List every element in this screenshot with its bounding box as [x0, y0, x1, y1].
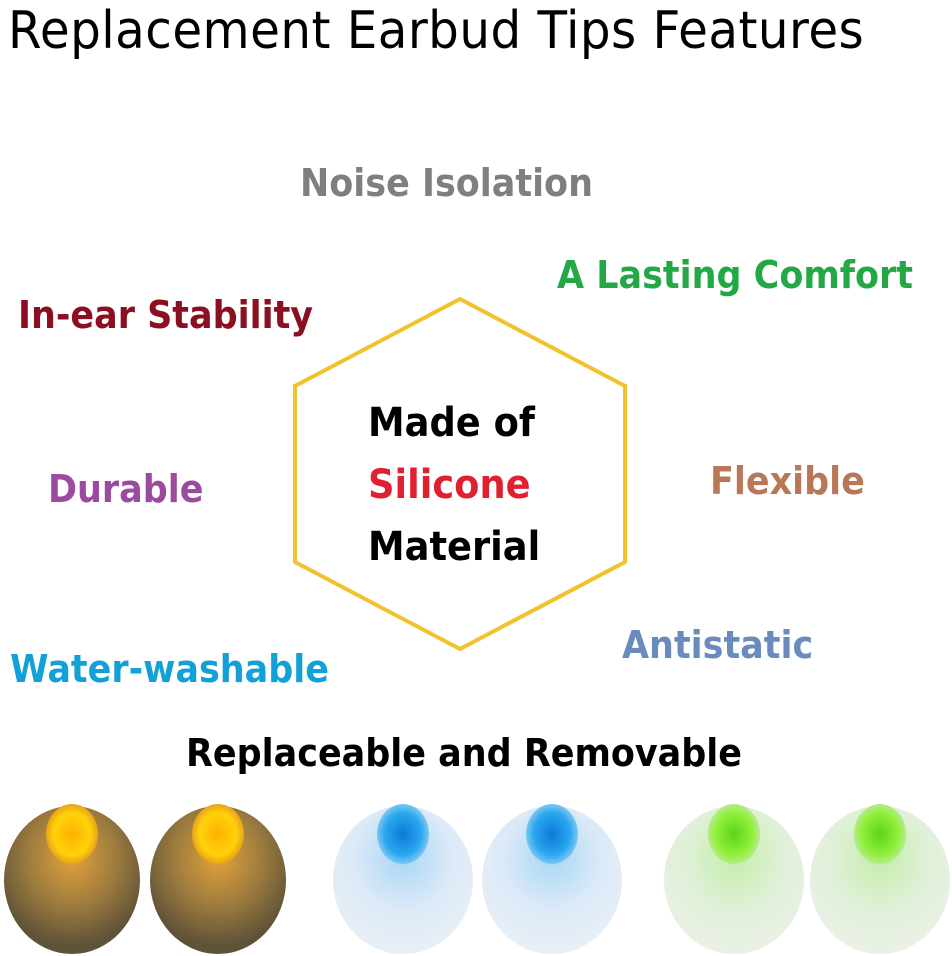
- tip-orange-1-icon: [4, 804, 140, 954]
- feature-water-washable: Water-washable: [10, 647, 329, 691]
- feature-in-ear-stability: In-ear Stability: [18, 293, 314, 337]
- feature-flexible: Flexible: [710, 459, 865, 503]
- tip-orange-2-icon: [150, 804, 286, 954]
- tip-green-1-icon: [664, 804, 804, 954]
- earbud-tips-image: [4, 804, 950, 954]
- feature-lasting-comfort: A Lasting Comfort: [557, 253, 913, 297]
- tip-blue-1-icon: [333, 804, 473, 954]
- center-label: Made of Silicone Material: [368, 392, 540, 578]
- tip-blue-2-icon: [482, 804, 622, 954]
- feature-noise-isolation: Noise Isolation: [300, 161, 593, 205]
- center-line-3: Material: [368, 524, 541, 570]
- page-title: Replacement Earbud Tips Features: [8, 1, 865, 61]
- feature-antistatic: Antistatic: [622, 623, 814, 667]
- subtitle: Replaceable and Removable: [186, 731, 743, 775]
- tip-green-2-icon: [810, 804, 950, 954]
- feature-durable: Durable: [48, 467, 204, 511]
- center-line-1: Made of: [368, 400, 535, 446]
- hexagon-frame-icon: [293, 296, 627, 652]
- center-line-2-highlight: Silicone: [368, 462, 531, 508]
